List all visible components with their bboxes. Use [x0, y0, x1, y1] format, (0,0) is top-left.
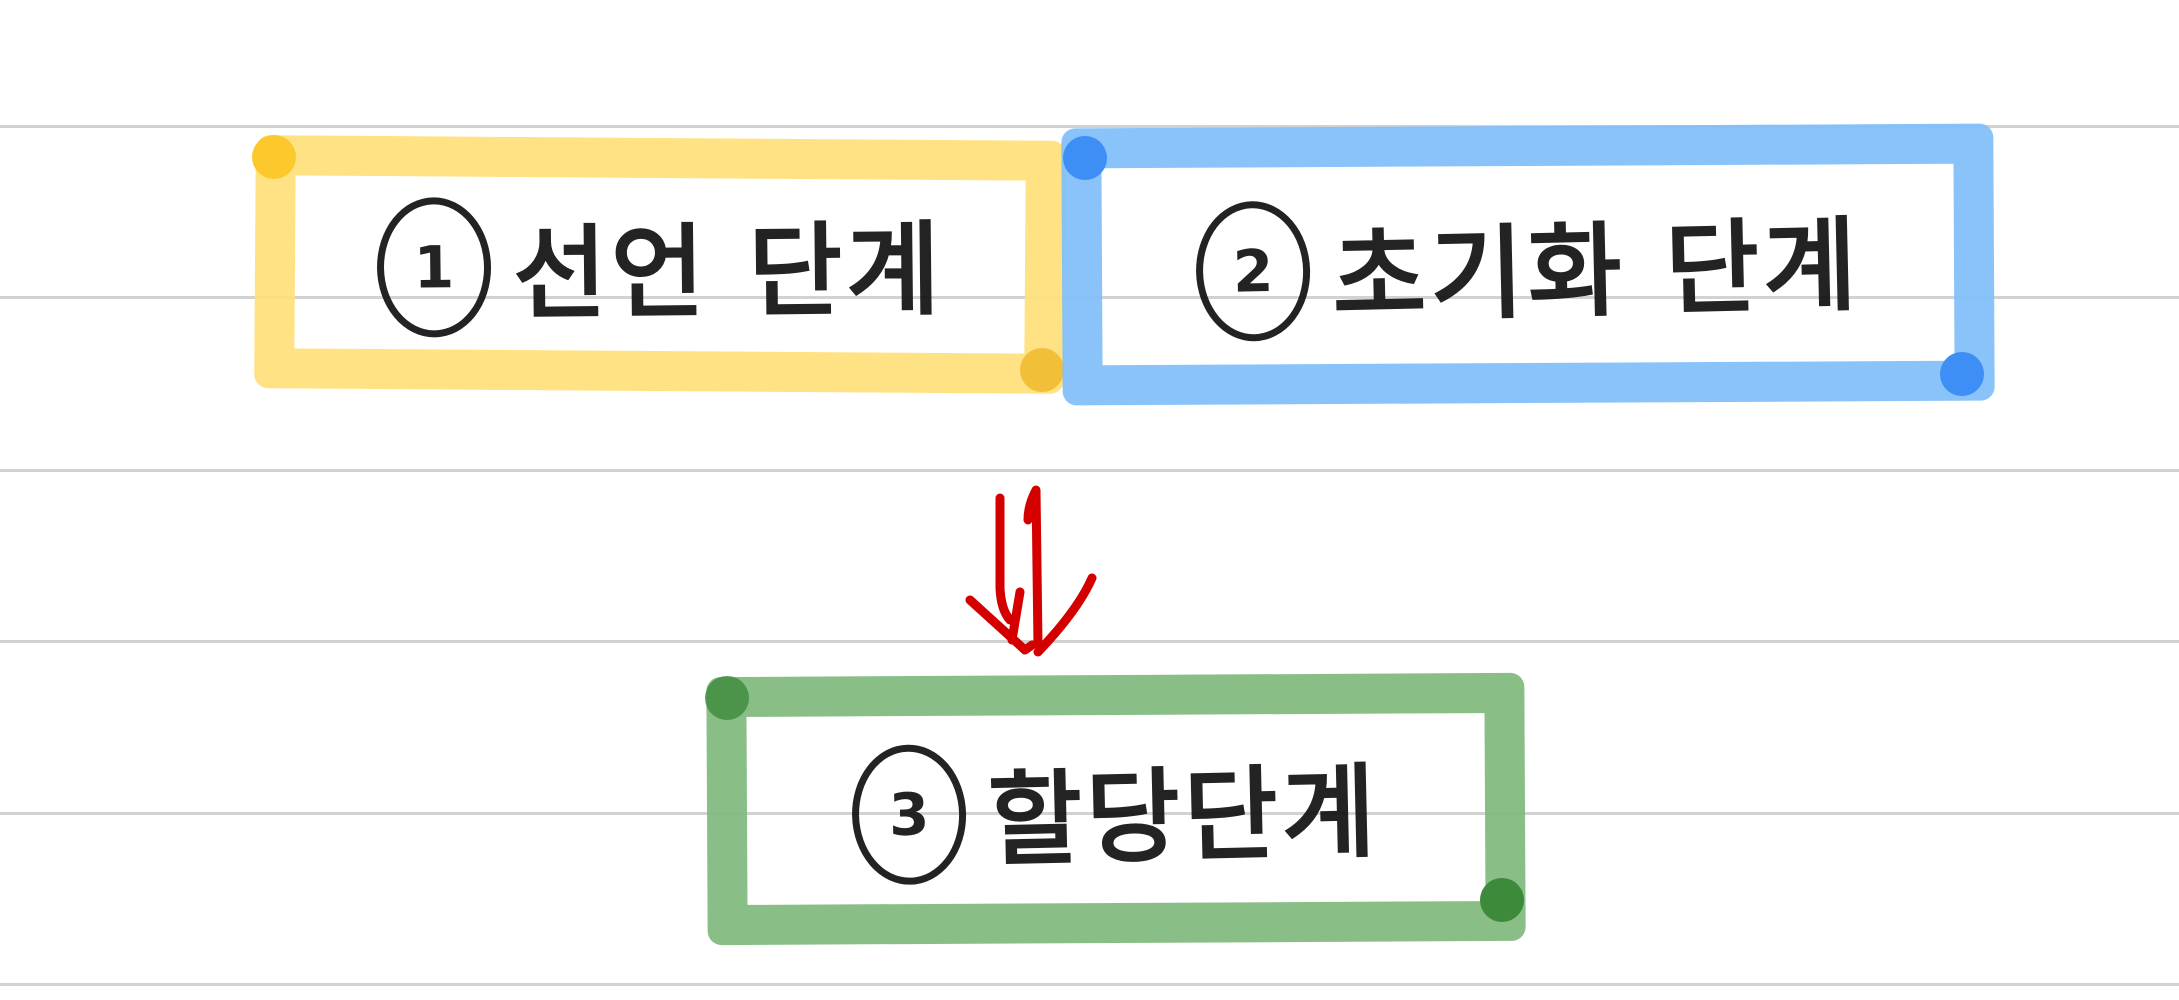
step-3-number: 3 — [850, 742, 968, 885]
step-2-label: 2 초기화 단계 — [1194, 183, 1862, 345]
step-2-corner-marker — [1063, 136, 1107, 180]
step-3-corner-marker — [1480, 878, 1524, 922]
step-1-corner-marker — [252, 135, 296, 179]
step-2-number: 2 — [1194, 199, 1312, 343]
step-3-text: 할당단계 — [987, 752, 1382, 881]
step-1-label: 1 선언 단계 — [375, 188, 945, 341]
step-3-corner-marker — [705, 676, 749, 720]
step-1-text: 선언 단계 — [512, 211, 945, 335]
ruled-line — [0, 640, 2179, 643]
step-2-corner-marker — [1940, 352, 1984, 396]
step-1-corner-marker — [1020, 348, 1064, 392]
ruled-line — [0, 296, 2179, 299]
ruled-line — [0, 125, 2179, 128]
step-2-box: 2 초기화 단계 — [1061, 123, 1995, 406]
step-2-text: 초기화 단계 — [1330, 206, 1862, 338]
ruled-line — [0, 469, 2179, 472]
step-3-label: 3 할당단계 — [850, 730, 1382, 889]
double-down-arrow-icon — [965, 485, 1097, 657]
step-1-box: 1 선언 단계 — [254, 135, 1066, 394]
ruled-line — [0, 812, 2179, 815]
step-3-box: 3 할당단계 — [706, 672, 1526, 946]
step-1-number: 1 — [375, 196, 492, 338]
ruled-line — [0, 983, 2179, 986]
